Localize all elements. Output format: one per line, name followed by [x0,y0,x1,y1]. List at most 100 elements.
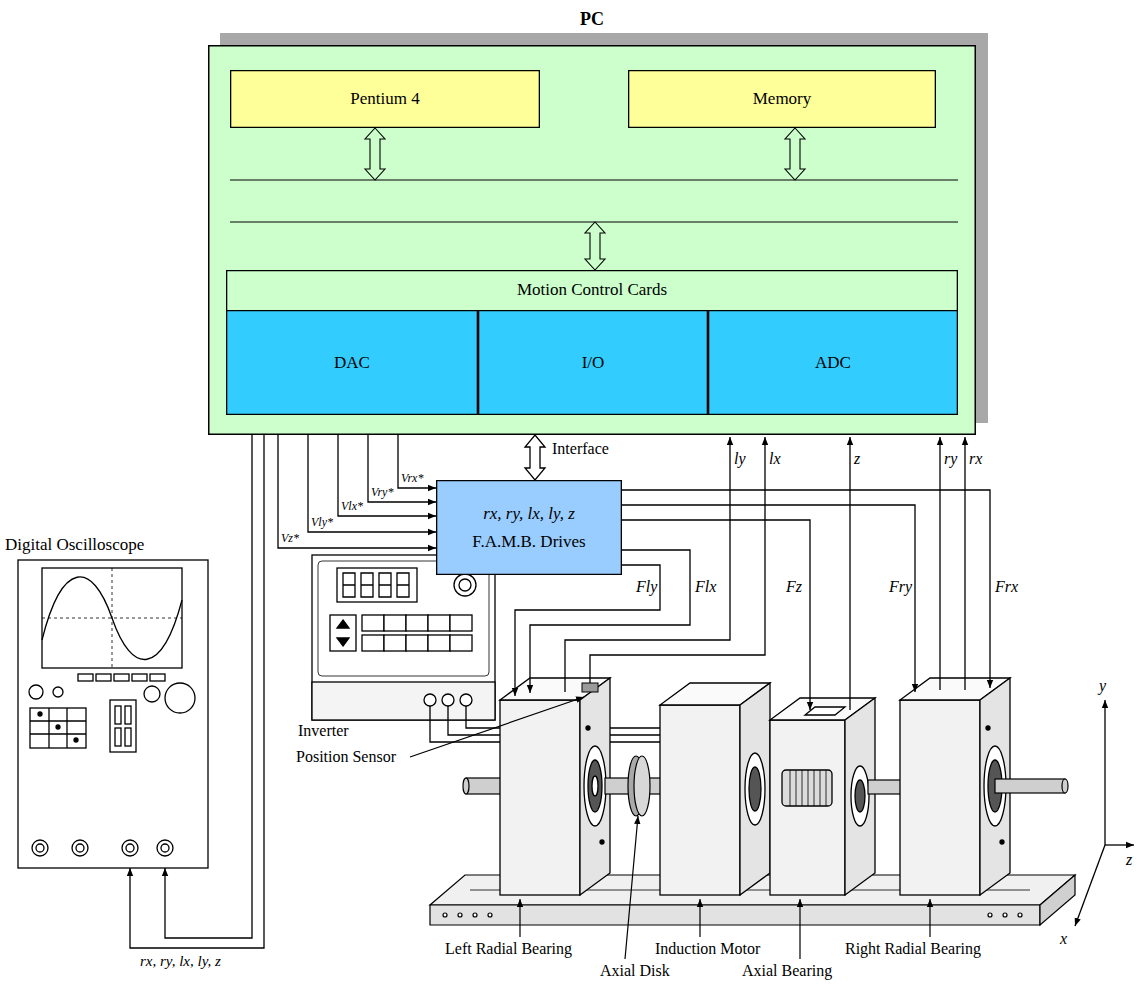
shaft [463,778,469,794]
oscilloscope-drawing [132,674,147,681]
connector-label: Vly* [311,516,333,529]
connector-label: rx, ry, lx, ly, z [140,953,221,970]
oscilloscope-drawing [122,840,138,856]
signal-name: lx [769,450,781,468]
oscilloscope-drawing [48,708,49,748]
oscilloscope-drawing [144,686,160,702]
oscilloscope-drawing [36,844,44,852]
oscilloscope-drawing [74,738,78,742]
axial-bearing-drawing [805,707,845,715]
base-plate [488,913,492,917]
sensor-wire [964,437,965,690]
part-name: Left Radial Bearing [445,940,572,958]
sensor-wire [565,437,965,710]
part-name: Right Radial Bearing [845,940,981,958]
band-heading-row: Motion Control Cards [226,270,958,310]
inverter-drawing [312,555,495,720]
oscilloscope-drawing [72,840,88,856]
part-name: Induction Motor [655,940,760,958]
oscilloscope-box: Digital Oscilloscope [18,560,208,868]
oscilloscope-drawing [126,844,134,852]
oscilloscope-drawing [114,674,129,681]
inverter-drawing [424,694,436,706]
part-name: Position Sensor [296,748,396,766]
axial-disk-drawing [634,756,650,816]
oscilloscope-drawing [29,685,43,699]
base-plate [988,913,992,917]
bus-line [230,179,958,180]
signal-name: Fly [636,578,657,596]
right-radial-bearing [900,700,980,895]
oscilloscope-drawing [38,712,42,716]
inverter-drawing [379,573,391,597]
induction-motor-drawing [660,705,740,895]
leader-line [799,899,800,959]
axial-bearing-drawing [770,720,845,895]
oscilloscope-drawing [115,706,121,724]
axial-disk-drawing [628,756,650,816]
inverter-drawing [442,694,454,706]
inverter-drawing [406,635,428,651]
left-radial-bearing [586,726,590,730]
left-radial-bearing [592,776,598,796]
signal-name: Frx [995,578,1018,596]
left-radial-bearing [584,746,606,826]
leader-line [410,697,930,959]
inverter-drawing [330,615,356,651]
oscilloscope-drawing [165,683,195,713]
box-heading: Inverter [298,722,349,740]
box-label: F.A.M.B. Drives [472,532,585,552]
shaft [995,779,1065,793]
oscilloscope-drawing [56,725,60,729]
box-label: I/O [582,353,605,373]
axial-bearing-drawing [855,780,865,812]
box-heading: PC [208,9,976,30]
signal-name: ly [734,450,746,468]
axial-bearing-drawing [770,698,875,895]
oscilloscope-drawing [157,840,173,856]
box-label: rx, ry, lx, ly, z [483,504,575,524]
coordinate-axes [1075,845,1105,926]
left-radial-bearing [588,760,602,812]
connector-label: Vrx* [401,472,423,485]
induction-motor-drawing [660,683,770,895]
axis-name: x [1060,930,1067,948]
inverter-drawing [459,579,471,591]
shaft [868,780,902,794]
oscilloscope-drawing [42,568,182,668]
bus-double-arrow [785,128,805,180]
part-name: Axial Bearing [742,962,832,980]
base-plate [1040,875,1075,925]
oscilloscope-drawing [150,674,165,681]
signal-name: Fz [786,578,802,596]
memory-box: Memory [628,70,936,128]
box-label: ADC [815,353,851,373]
base-plate [1018,913,1022,917]
axial-bearing-drawing [851,766,869,826]
inverter-drawing [428,635,450,651]
oscilloscope-drawing [30,720,86,721]
right-radial-bearing [1000,840,1004,844]
oscilloscope-drawing [53,687,63,697]
converter-box: ADC [708,310,958,415]
oscilloscope-drawing [161,844,169,852]
inverter-drawing [343,573,355,597]
oscilloscope-drawing [18,560,208,868]
inverter-drawing [384,615,406,631]
shaft [463,778,502,794]
oscilloscope-drawing [125,706,131,724]
induction-motor-drawing [745,753,765,825]
base-plate [430,905,1040,925]
inverter-drawing [428,615,450,631]
box-label: Memory [753,89,812,109]
inverter-drawing [397,573,409,597]
inverter-drawing [361,573,373,597]
sensor-wire [939,437,940,690]
inverter-box: Inverter [312,555,495,720]
inverter-drawing [337,568,417,602]
leader-line [699,899,700,937]
left-radial-bearing [600,840,604,844]
bus-double-arrow [585,222,605,270]
box-label: DAC [334,353,370,373]
